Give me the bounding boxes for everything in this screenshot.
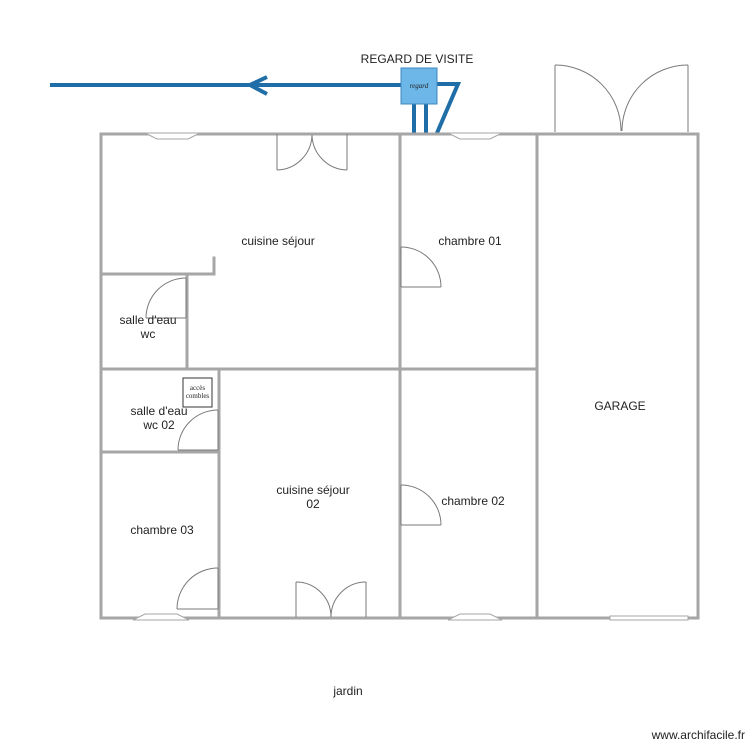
attic-access-hatch: [182, 377, 213, 408]
room-salle-eau-wc-02-line1: salle d'eau: [130, 404, 188, 418]
room-chambre-03: chambre 03: [130, 523, 194, 537]
room-cuisine-sejour-02: cuisine séjour 02: [253, 483, 373, 511]
attic-access-label-1: accès: [189, 384, 206, 392]
regard-box: [400, 67, 438, 105]
room-chambre-01: chambre 01: [438, 234, 502, 248]
room-salle-eau-wc: salle d'eau wc: [108, 313, 188, 341]
room-chambre-02: chambre 02: [441, 494, 505, 508]
attic-access-label: accès combles: [183, 384, 212, 400]
room-cuisine-sejour: cuisine séjour: [241, 234, 315, 248]
walls: [99, 132, 700, 620]
drain-pipe: [50, 75, 462, 134]
regard-box-label: regard: [409, 82, 429, 90]
room-cuisine-sejour-02-line2: 02: [306, 497, 320, 511]
doors: [145, 64, 689, 618]
room-garage: GARAGE: [594, 399, 646, 413]
regard-title: REGARD DE VISITE: [360, 52, 474, 66]
room-salle-eau-wc-line2: wc: [140, 327, 156, 341]
room-salle-eau-wc-02: salle d'eau wc 02: [119, 404, 199, 432]
watermark: www.archifacile.fr: [651, 728, 745, 742]
room-salle-eau-wc-line1: salle d'eau: [119, 313, 177, 327]
room-salle-eau-wc-02-line2: wc 02: [143, 418, 175, 432]
windows: [132, 132, 689, 621]
label-jardin: jardin: [333, 684, 363, 698]
room-cuisine-sejour-02-line1: cuisine séjour: [276, 483, 350, 497]
attic-access-label-2: combles: [185, 392, 210, 400]
